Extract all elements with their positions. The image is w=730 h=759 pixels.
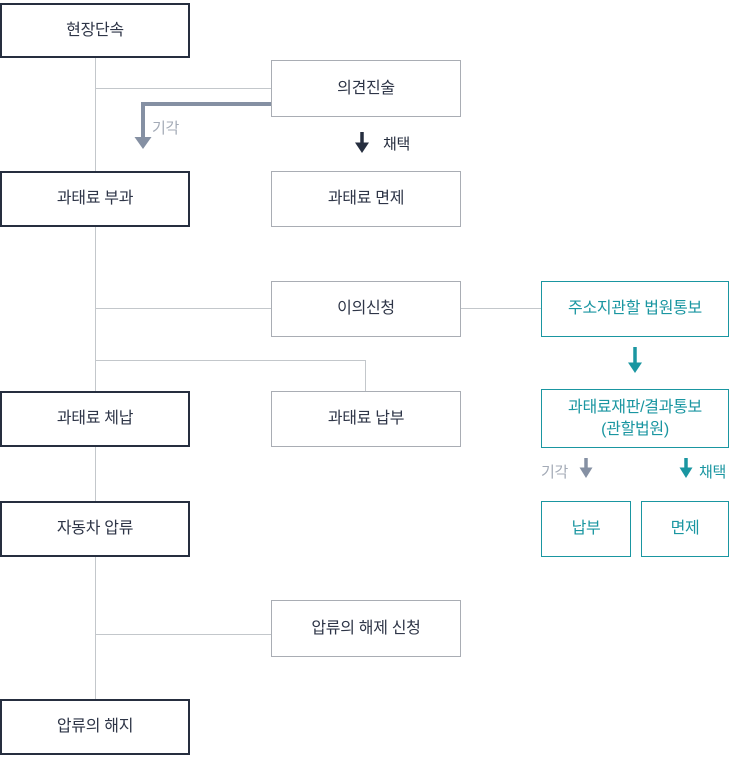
court-notify-down-arrow-icon [628,347,642,373]
node-court-payment: 납부 [541,501,631,557]
node-court-exemption: 면제 [641,501,729,557]
node-objection: 이의신청 [271,281,461,337]
connector-line-to-fine-payment [95,360,366,391]
label-adopted-court: 채택 [699,464,727,481]
node-fine-delinquency: 과태료 체납 [0,391,190,447]
label-rejected-court: 기각 [541,464,569,481]
node-seizure-termination: 압류의 해지 [0,699,190,755]
node-label: 납부 [571,520,601,538]
node-label: 과태료 체납 [56,410,134,428]
node-label: 과태료 면제 [327,190,405,208]
node-label: 과태료 납부 [327,410,405,428]
node-label: 과태료재판/결과통보 [568,398,702,416]
label-rejected-top: 기각 [152,120,180,137]
node-label: 자동차 압류 [56,520,134,538]
node-fine-trial: 과태료재판/결과통보 (관할법원) [541,389,729,448]
node-field-crackdown: 현장단속 [0,3,190,58]
node-seizure-release-request: 압류의 해제 신청 [271,600,461,657]
node-fine-payment: 과태료 납부 [271,391,461,447]
node-label: 면제 [670,520,700,538]
court-adopted-down-arrow-icon [679,458,693,478]
node-label: 주소지관할 법원통보 [568,300,702,318]
node-label: 압류의 해제 신청 [311,619,421,637]
node-label: 과태료 부과 [56,190,134,208]
node-label: 의견진술 [337,79,395,97]
node-label: 이의신청 [337,300,395,318]
node-label: 현장단속 [66,21,124,39]
node-sub-label: (관할법원) [601,420,669,438]
node-vehicle-seizure: 자동차 압류 [0,501,190,557]
node-opinion-statement: 의견진술 [271,60,461,117]
node-court-notification: 주소지관할 법원통보 [541,281,729,337]
label-adopted-top: 채택 [383,136,411,153]
node-fine-exemption: 과태료 면제 [271,171,461,227]
node-label: 압류의 해지 [56,718,134,736]
adopted-down-arrow-icon [355,132,369,153]
court-rejected-down-arrow-icon [579,458,593,478]
node-fine-imposition: 과태료 부과 [0,171,190,227]
